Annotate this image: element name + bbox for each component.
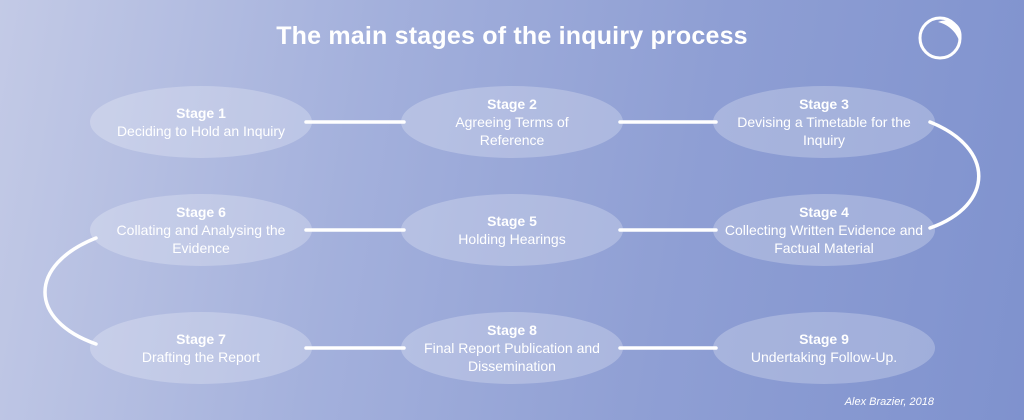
stage-5-node: Stage 5 Holding Hearings	[401, 194, 623, 266]
stage-4-node: Stage 4 Collecting Written Evidence and …	[713, 194, 935, 266]
stage-7-title: Stage 7	[176, 331, 226, 347]
stage-5-title: Stage 5	[487, 213, 537, 229]
stage-5-description: Holding Hearings	[458, 231, 566, 247]
stage-4-title: Stage 4	[799, 204, 849, 220]
stage-1-description: Deciding to Hold an Inquiry	[116, 123, 286, 139]
connector-3-4	[928, 120, 981, 230]
stage-2-description: Agreeing Terms of Reference	[455, 114, 569, 148]
stage-4-description: Collecting Written Evidence and Factual …	[724, 222, 924, 256]
stage-8-description: Final Report Publication and Disseminati…	[424, 340, 600, 374]
stage-3-description: Devising a Timetable for the Inquiry	[737, 114, 911, 148]
stage-8-node: Stage 8 Final Report Publication and Dis…	[401, 312, 623, 384]
stage-6-title: Stage 6	[176, 204, 226, 220]
stage-7-description: Drafting the Report	[141, 349, 261, 365]
stage-7-node: Stage 7 Drafting the Report	[90, 312, 312, 384]
stage-1-title: Stage 1	[176, 105, 226, 121]
stage-6-description: Collating and Analysing the Evidence	[116, 222, 286, 256]
page-title: The main stages of the inquiry process	[276, 22, 748, 50]
stage-9-description: Undertaking Follow-Up.	[750, 349, 898, 365]
stage-2-node: Stage 2 Agreeing Terms of Reference	[401, 86, 623, 158]
crescent-circle-logo-icon	[918, 16, 962, 60]
stage-2-title: Stage 2	[487, 96, 537, 112]
connector-6-7	[43, 236, 98, 346]
author-credit: Alex Brazier, 2018	[844, 396, 934, 408]
stage-8-title: Stage 8	[487, 322, 537, 338]
stage-6-node: Stage 6 Collating and Analysing the Evid…	[90, 194, 312, 266]
stage-3-node: Stage 3 Devising a Timetable for the Inq…	[713, 86, 935, 158]
stage-3-title: Stage 3	[799, 96, 849, 112]
stage-9-title: Stage 9	[799, 331, 849, 347]
stage-1-node: Stage 1 Deciding to Hold an Inquiry	[90, 86, 312, 158]
stage-9-node: Stage 9 Undertaking Follow-Up.	[713, 312, 935, 384]
